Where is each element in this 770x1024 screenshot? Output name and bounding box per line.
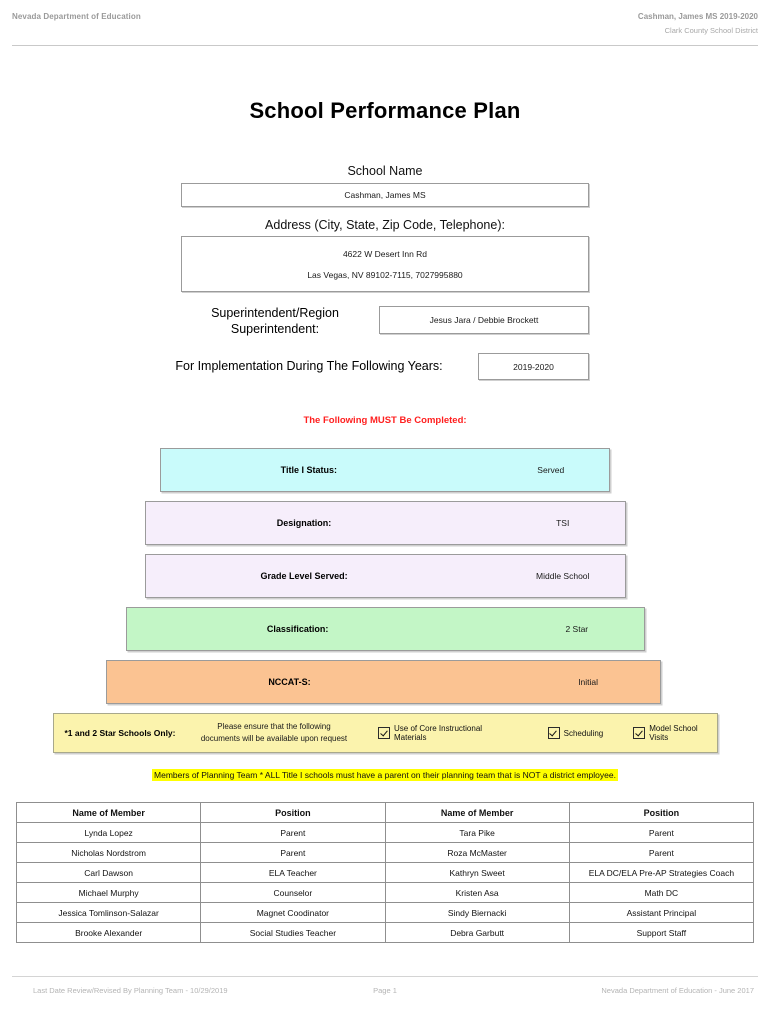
footer-source: Nevada Department of Education - June 20…: [601, 986, 754, 995]
column-header-position-2: Position: [568, 802, 755, 823]
member-name: Roza McMaster: [384, 842, 570, 863]
star-schools-note: *1 and 2 Star Schools Only: Please ensur…: [53, 713, 718, 753]
table-row[interactable]: Nicholas Nordstrom Parent Roza McMaster …: [15, 842, 755, 863]
superintendent-value: Jesus Jara / Debbie Brockett: [429, 315, 539, 325]
column-header-name-1: Name of Member: [15, 802, 202, 823]
member-position: Math DC: [568, 882, 755, 903]
table-row[interactable]: Jessica Tomlinson-Salazar Magnet Coodina…: [15, 902, 755, 923]
header-school-year: Cashman, James MS 2019-2020: [637, 12, 758, 21]
status-bar-title-i-label: Title I Status:: [280, 465, 337, 475]
checkbox-model-school-visits[interactable]: Model School Visits: [633, 724, 717, 742]
member-position: Assistant Principal: [568, 902, 755, 923]
checkbox-core-materials[interactable]: Use of Core Instructional Materials: [378, 724, 514, 742]
table-header-row: Name of Member Position Name of Member P…: [15, 802, 755, 823]
address-label: Address (City, State, Zip Code, Telephon…: [265, 218, 505, 232]
status-bar-grade-level-label: Grade Level Served:: [260, 571, 348, 581]
checkmark-icon[interactable]: [378, 727, 390, 739]
superintendent-field[interactable]: Jesus Jara / Debbie Brockett: [379, 306, 589, 334]
header-district-name: Clark County School District: [664, 26, 758, 35]
page-footer: Last Date Review/Revised By Planning Tea…: [0, 968, 770, 1024]
member-name: Michael Murphy: [15, 882, 202, 903]
implementation-years-value: 2019-2020: [513, 361, 554, 372]
star-schools-note-text-line-2: documents will be available upon request: [200, 734, 348, 743]
planning-team-banner-text: Members of Planning Team * ALL Title I s…: [152, 769, 618, 781]
member-name: Brooke Alexander: [15, 922, 202, 943]
status-bar-title-i[interactable]: Title I Status: Served: [160, 448, 610, 492]
school-name-label: School Name: [347, 164, 423, 178]
star-schools-note-text-line-1: Please ensure that the following: [217, 722, 331, 731]
status-bar-designation[interactable]: Designation: TSI: [145, 501, 626, 545]
status-bar-designation-label: Designation:: [276, 518, 332, 528]
status-bar-title-i-value: Served: [537, 465, 565, 475]
member-position: Social Studies Teacher: [200, 922, 386, 943]
column-header-position-1: Position: [200, 802, 386, 823]
star-schools-note-text: Please ensure that the following documen…: [186, 721, 362, 745]
member-position: Parent: [200, 822, 386, 843]
member-position: Parent: [200, 842, 386, 863]
footer-page-number: Page 1: [373, 986, 397, 995]
implementation-years-label: For Implementation During The Following …: [175, 359, 443, 373]
table-body: Lynda Lopez Parent Tara Pike Parent Nich…: [15, 822, 755, 943]
member-name: Tara Pike: [384, 822, 570, 843]
checkbox-core-materials-label: Use of Core Instructional Materials: [394, 724, 483, 742]
page-title: School Performance Plan: [249, 98, 521, 123]
header-agency-name: Nevada Department of Education: [12, 12, 141, 21]
checkbox-scheduling-label: Scheduling: [563, 728, 604, 738]
member-position: Counselor: [200, 882, 386, 903]
status-bar-classification-label: Classification:: [266, 624, 329, 634]
member-position: ELA Teacher: [200, 862, 386, 883]
column-header-name-2: Name of Member: [384, 802, 570, 823]
header-divider: [12, 45, 758, 46]
status-bar-classification-value: 2 Star: [565, 624, 589, 634]
member-name: Carl Dawson: [15, 862, 202, 883]
superintendent-label: Superintendent/Region Superintendent:: [211, 306, 339, 336]
status-bar-designation-value: TSI: [556, 518, 570, 528]
checkbox-model-school-visits-label: Model School Visits: [649, 724, 698, 742]
member-name: Nicholas Nordstrom: [15, 842, 202, 863]
member-name: Jessica Tomlinson-Salazar: [15, 902, 202, 923]
member-name: Kathryn Sweet: [384, 862, 570, 883]
member-position: ELA DC/ELA Pre-AP Strategies Coach: [568, 862, 755, 883]
table-row[interactable]: Brooke Alexander Social Studies Teacher …: [15, 922, 755, 943]
table-row[interactable]: Lynda Lopez Parent Tara Pike Parent: [15, 822, 755, 843]
school-name-field[interactable]: Cashman, James MS: [181, 183, 589, 207]
status-bar-grade-level[interactable]: Grade Level Served: Middle School: [145, 554, 626, 598]
status-bar-nccat-s[interactable]: NCCAT-S: Initial: [106, 660, 661, 704]
star-schools-note-title: *1 and 2 Star Schools Only:: [64, 728, 176, 738]
member-name: Kristen Asa: [384, 882, 570, 903]
status-bar-grade-level-value: Middle School: [536, 571, 590, 581]
table-row[interactable]: Michael Murphy Counselor Kristen Asa Mat…: [15, 882, 755, 903]
status-bar-nccat-s-label: NCCAT-S:: [268, 677, 311, 687]
checkmark-icon[interactable]: [547, 727, 560, 739]
member-position: Parent: [568, 842, 755, 863]
table-row[interactable]: Carl Dawson ELA Teacher Kathryn Sweet EL…: [15, 862, 755, 883]
implementation-years-field[interactable]: 2019-2020: [478, 353, 589, 380]
planning-team-banner: Members of Planning Team * ALL Title I s…: [148, 769, 622, 781]
status-bar-classification[interactable]: Classification: 2 Star: [126, 607, 645, 651]
status-bar-nccat-s-value: Initial: [578, 677, 599, 687]
member-name: Debra Garbutt: [384, 922, 570, 943]
address-line-1: 4622 W Desert Inn Rd: [342, 248, 428, 259]
checkbox-scheduling[interactable]: Scheduling: [547, 727, 604, 739]
member-position: Support Staff: [568, 922, 755, 943]
address-field[interactable]: 4622 W Desert Inn Rd Las Vegas, NV 89102…: [181, 236, 589, 292]
checkmark-icon[interactable]: [633, 727, 646, 739]
planning-team-table: Name of Member Position Name of Member P…: [15, 802, 755, 943]
address-line-2: Las Vegas, NV 89102-7115, 7027995880: [307, 269, 463, 280]
must-be-completed-notice: The Following MUST Be Completed:: [303, 415, 467, 426]
member-name: Lynda Lopez: [15, 822, 202, 843]
member-position: Magnet Coodinator: [200, 902, 386, 923]
school-name-value: Cashman, James MS: [344, 190, 426, 200]
member-name: Sindy Biernacki: [384, 902, 570, 923]
footer-divider: [12, 976, 758, 977]
member-position: Parent: [568, 822, 755, 843]
page-header: Nevada Department of Education Cashman, …: [0, 0, 770, 48]
footer-last-reviewed: Last Date Review/Revised By Planning Tea…: [33, 986, 228, 995]
